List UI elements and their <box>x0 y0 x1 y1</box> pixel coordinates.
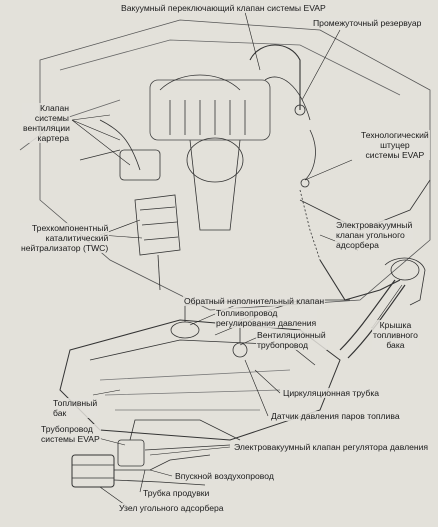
label-air-inlet: Впускной воздухопровод <box>174 471 275 481</box>
label-pressure-line-line-2: регулирования давления <box>216 318 317 328</box>
label-filler-cap-line-3: бака <box>386 340 405 350</box>
label-twc-line-3: нейтрализатор (TWC) <box>21 243 109 253</box>
label-service-port-line-2: штуцер <box>380 140 410 150</box>
label-vacuum-switch-valve: Вакуумный переключающий клапан системы E… <box>120 3 327 13</box>
label-filler-cap: Крышка топливного бака <box>372 320 419 350</box>
label-canister-vsv: Электровакуумный клапан угольного адсорб… <box>335 220 414 250</box>
label-twc: Трехкомпонентный каталитический нейтрали… <box>20 223 110 253</box>
label-purge-tube: Трубка продувки <box>142 488 211 498</box>
label-canister-vsv-line-3: адсорбера <box>336 240 379 250</box>
label-pressure-line: Топливопровод регулирования давления <box>215 308 318 328</box>
label-filler-cap-line-2: топливного <box>373 330 418 340</box>
label-evap-line-line-1: Трубопровод <box>41 424 93 434</box>
label-pcv-valve-line-3: вентиляции <box>23 123 70 133</box>
label-fuel-tank-line-1: Топливный <box>53 398 98 408</box>
label-vent-line: Вентиляционный трубопровод <box>256 330 327 350</box>
label-pcv-valve: Клапан системы вентиляции картера <box>22 103 70 143</box>
label-pressure-vsv: Электровакуумный клапан регулятора давле… <box>233 442 430 452</box>
label-pcv-valve-line-2: системы <box>34 113 69 123</box>
label-evap-line-line-2: системы EVAP <box>41 434 100 444</box>
label-vapor-pressure-sensor: Датчик давления паров топлива <box>270 411 401 421</box>
label-circulation-tube: Циркуляционная трубка <box>282 388 381 398</box>
label-fill-check-valve: Обратный наполнительный клапан <box>183 296 326 306</box>
label-filler-cap-line-1: Крышка <box>379 320 412 330</box>
label-pressure-line-line-1: Топливопровод <box>216 308 278 318</box>
label-pcv-valve-line-1: Клапан <box>40 103 69 113</box>
label-service-port-line-1: Технологический <box>361 130 429 140</box>
label-intermediate-reservoir: Промежуточный резервуар <box>312 18 423 28</box>
label-vent-line-line-1: Вентиляционный <box>257 330 326 340</box>
label-canister-vsv-line-2: клапан угольного <box>336 230 405 240</box>
label-fuel-tank-line-2: бак <box>53 408 67 418</box>
label-service-port-line-3: системы EVAP <box>365 150 425 160</box>
label-pcv-valve-line-4: картера <box>37 133 70 143</box>
label-twc-line-2: каталитический <box>45 233 109 243</box>
label-canister-vsv-line-1: Электровакуумный <box>336 220 413 230</box>
label-fuel-tank: Топливный бак <box>52 398 99 418</box>
label-service-port: Технологический штуцер системы EVAP <box>360 130 430 160</box>
label-vent-line-line-2: трубопровод <box>257 340 308 350</box>
label-evap-line: Трубопровод системы EVAP <box>40 424 101 444</box>
label-twc-line-1: Трехкомпонентный <box>31 223 109 233</box>
label-canister-assembly: Узел угольного адсорбера <box>118 503 225 513</box>
